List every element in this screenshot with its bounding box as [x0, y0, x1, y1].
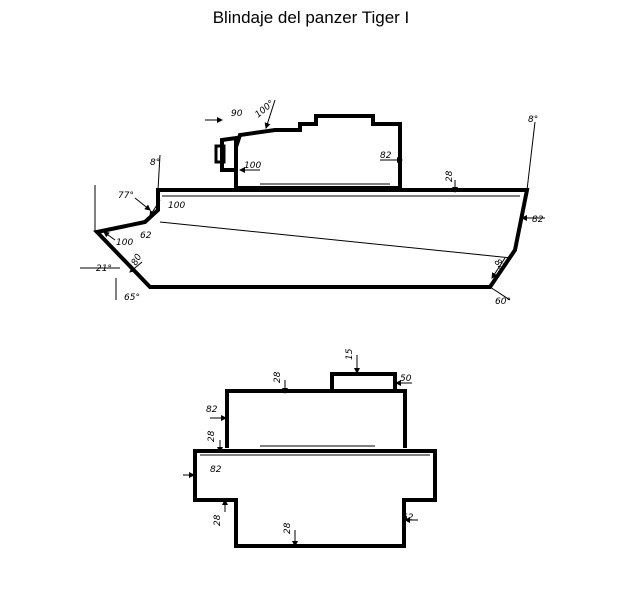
section-view: 15 50 28 82 28 82 28 28 62 — [183, 348, 437, 548]
label-turret-side: 82 — [380, 151, 392, 161]
label-hull-deck: 28 — [207, 430, 217, 442]
track-line — [159, 221, 513, 259]
rear-ext-line — [526, 121, 536, 191]
nose-arrow — [103, 231, 116, 241]
front-upper-arrow — [134, 197, 151, 211]
label-bottom-front: 80 — [130, 252, 145, 267]
hull-side-outline — [93, 188, 530, 289]
front-upper-arrow-2 — [149, 199, 161, 217]
label-rear-bottom-angle: 60° — [495, 297, 511, 307]
cupola-outline — [330, 372, 397, 390]
bottom-front-arrow — [129, 261, 143, 273]
label-hull-side: 82 — [210, 465, 222, 475]
label-turret-top: 90 — [231, 109, 243, 119]
label-nose: 100 — [116, 238, 133, 248]
label-nose-angle: 21° — [96, 264, 112, 274]
label-sponson-floor: 28 — [213, 514, 223, 526]
label-turret-roof: 28 — [273, 371, 283, 383]
label-hull-rear: 62 — [402, 513, 414, 523]
label-rear-lower: 82 — [492, 258, 507, 273]
label-lower-angle: 65° — [124, 293, 140, 303]
mantlet-outline — [220, 135, 238, 172]
label-turret-angle: 100° — [254, 99, 277, 121]
label-glacis-angle: 77° — [118, 191, 134, 201]
label-hull-floor: 28 — [283, 522, 293, 534]
gun-stub — [214, 144, 226, 164]
diagram-title: Blindaje del panzer Tiger I — [212, 8, 410, 27]
turret-angle-arrow — [264, 99, 276, 129]
label-front-upper: 100 — [168, 201, 185, 211]
turret-side-outline — [234, 114, 402, 190]
label-rear-angle: 8° — [528, 115, 538, 125]
label-front-lower: 62 — [140, 231, 152, 241]
side-view: 90 100° 100 82 8° 28 8° 82 77° 100 62 10… — [80, 99, 545, 307]
rear-lower-arrow — [491, 257, 506, 279]
label-hull-top: 28 — [445, 170, 455, 182]
turret-section-outline — [225, 389, 407, 448]
label-turret-wall: 82 — [206, 405, 218, 415]
label-mantlet: 100 — [244, 161, 261, 171]
rear-bottom-ext-line — [489, 286, 511, 301]
upper-ext-line — [157, 154, 161, 191]
label-upper-angle: 8° — [150, 158, 160, 168]
label-rear-plate: 82 — [532, 215, 544, 225]
label-cupola: 15 — [345, 348, 355, 360]
hull-section-outline — [193, 449, 437, 548]
label-cupola-side: 50 — [400, 374, 412, 384]
